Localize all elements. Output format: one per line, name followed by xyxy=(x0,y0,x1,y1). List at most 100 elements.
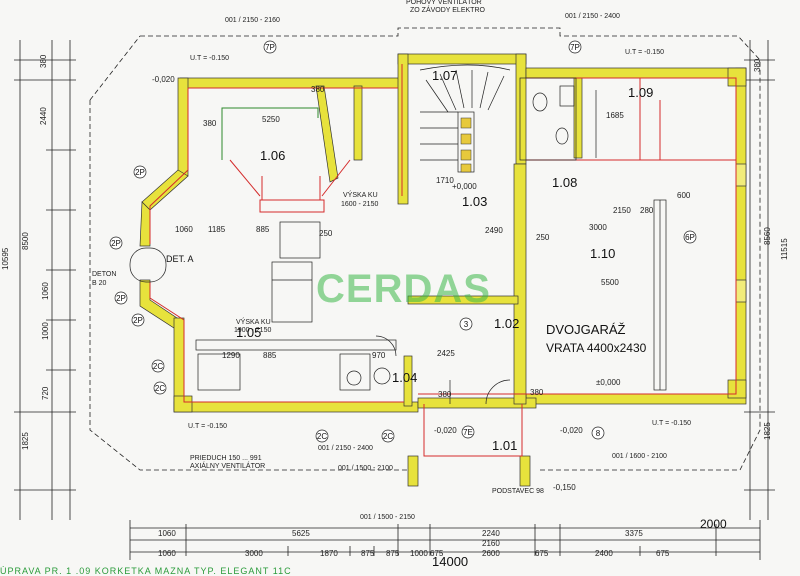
section-marker-circle xyxy=(459,317,473,331)
right-dimension: 1825 xyxy=(763,422,772,440)
ut-label: U.T = -0.150 xyxy=(190,55,229,62)
section-marker-label: 2P xyxy=(111,239,121,248)
right-dimension: 8560 xyxy=(763,227,772,245)
interior-dimension: 250 xyxy=(536,233,550,242)
window-label: 001 / 1500 - 2100 xyxy=(338,465,393,472)
left-dimension: 720 xyxy=(41,386,50,400)
window-label: AXIÁLNY VENTILÁTOR xyxy=(190,461,265,470)
right-dimension: 11515 xyxy=(780,238,789,260)
watermark: CERDAS xyxy=(316,267,491,311)
section-marker-label: 2C xyxy=(155,384,165,393)
window-label: VÝSKA KU xyxy=(236,317,271,326)
section-marker-circle xyxy=(131,313,145,327)
section-marker-circle xyxy=(109,236,123,250)
window-label: 001 / 1600 - 2100 xyxy=(612,453,667,460)
garage-title: DVOJGARÁŽ xyxy=(546,322,626,337)
left-dimension: 10595 xyxy=(1,247,10,270)
level-label: -0,020 xyxy=(434,426,457,435)
interior-dimension: 380 xyxy=(438,390,452,399)
section-marker-circle xyxy=(381,429,395,443)
interior-dimension: 380 xyxy=(203,119,217,128)
bottom-dimension: 3375 xyxy=(625,529,643,538)
interior-dimension: 1710 xyxy=(436,176,454,185)
interior-dimension: 280 xyxy=(640,206,654,215)
ut-label: U.T = -0.150 xyxy=(625,49,664,56)
section-marker-circle xyxy=(114,291,128,305)
room-label: 1.06 xyxy=(260,148,285,163)
bottom-dimension: 875 xyxy=(386,549,400,558)
interior-dimension: 250 xyxy=(319,229,333,238)
bottom-dimension: 1060 xyxy=(158,529,176,538)
plan-linework xyxy=(14,27,775,560)
level-label: +0,000 xyxy=(452,182,477,191)
room-label: 1.09 xyxy=(628,85,653,100)
bottom-dimension: 2160 xyxy=(482,539,500,548)
bottom-dimension: 875 xyxy=(361,549,375,558)
level-label: -0,020 xyxy=(152,75,175,84)
section-marker-label: 2P xyxy=(135,168,145,177)
left-dimension: 1000 xyxy=(41,322,50,340)
section-marker-circle xyxy=(591,426,605,440)
room-label: 1.03 xyxy=(462,194,487,209)
section-marker-label: 7E xyxy=(463,428,473,437)
room-label: 1.01 xyxy=(492,438,517,453)
left-dimension: 1825 xyxy=(21,432,30,450)
level-label: -0,020 xyxy=(560,426,583,435)
window-label: 001 / 1500 - 2150 xyxy=(360,514,415,521)
section-marker-circle xyxy=(151,359,165,373)
bottom-dimension: 1000 xyxy=(410,549,428,558)
section-marker-label: 7P xyxy=(570,43,580,52)
garage-doors: VRATA 4400x2430 xyxy=(546,341,647,355)
section-marker-circle xyxy=(568,40,582,54)
bottom-dimension: 675 xyxy=(430,549,444,558)
window-label: 001 / 2150 - 2400 xyxy=(565,13,620,20)
wall-fill xyxy=(139,53,747,487)
interior-dimension: 1685 xyxy=(606,111,624,120)
detail-label: DET. A xyxy=(166,254,194,264)
window-label: PODSTAVEC 98 xyxy=(492,488,544,495)
section-marker-label: 6P xyxy=(685,233,695,242)
left-dimension: 1060 xyxy=(41,282,50,300)
interior-dimension: 1060 xyxy=(175,225,193,234)
left-dimension: 380 xyxy=(39,54,48,68)
interior-dimension: 3000 xyxy=(589,223,607,232)
bottom-dimension: 675 xyxy=(535,549,549,558)
interior-dimension: 1185 xyxy=(208,225,226,234)
interior-dimension: 885 xyxy=(256,225,270,234)
bottom-dimension: 1060 xyxy=(158,549,176,558)
room-labels: 1.061.071.091.081.031.101.051.021.041.01 xyxy=(236,68,653,453)
room-label: 1.04 xyxy=(392,370,417,385)
window-label: PRIEDUCH 150 ... 991 xyxy=(190,455,262,462)
room-label: 1.07 xyxy=(432,68,457,83)
bottom-dimension: 3000 xyxy=(245,549,263,558)
level-label: -0,150 xyxy=(553,483,576,492)
left-dimension: 2440 xyxy=(39,107,48,125)
room-label: 1.08 xyxy=(552,175,577,190)
section-marker-label: 2P xyxy=(133,316,143,325)
section-marker-label: 2P xyxy=(116,294,126,303)
window-label: POHOVÝ VENTILÁTOR xyxy=(406,0,482,6)
bottom-dimension: 2400 xyxy=(595,549,613,558)
level-label: ±0,000 xyxy=(596,378,621,387)
window-label: ZO ZÁVODY ELEKTRO xyxy=(410,5,485,14)
window-label: 1900 - 2150 xyxy=(234,327,271,334)
right-dimension: 380 xyxy=(753,58,762,72)
section-marker-circle xyxy=(315,429,329,443)
window-label: B 20 xyxy=(92,280,107,287)
section-marker-circle xyxy=(263,40,277,54)
section-marker-label: 2C xyxy=(153,362,163,371)
interior-dimension: 970 xyxy=(372,351,386,360)
interior-dimension: 5500 xyxy=(601,278,619,287)
section-marker-label: 3 xyxy=(464,320,469,329)
interior-dimension: 1290 xyxy=(222,351,240,360)
window-label: DETON xyxy=(92,271,116,278)
bottom-dimension: 1870 xyxy=(320,549,338,558)
room-label: 1.02 xyxy=(494,316,519,331)
total-width: 14000 xyxy=(432,554,468,569)
interior-dimension: 380 xyxy=(530,388,544,397)
section-marker-label: 8 xyxy=(596,429,601,438)
interior-dimension: 2150 xyxy=(613,206,631,215)
section-marker-label: 2C xyxy=(383,432,393,441)
interior-dimension: 885 xyxy=(263,351,277,360)
